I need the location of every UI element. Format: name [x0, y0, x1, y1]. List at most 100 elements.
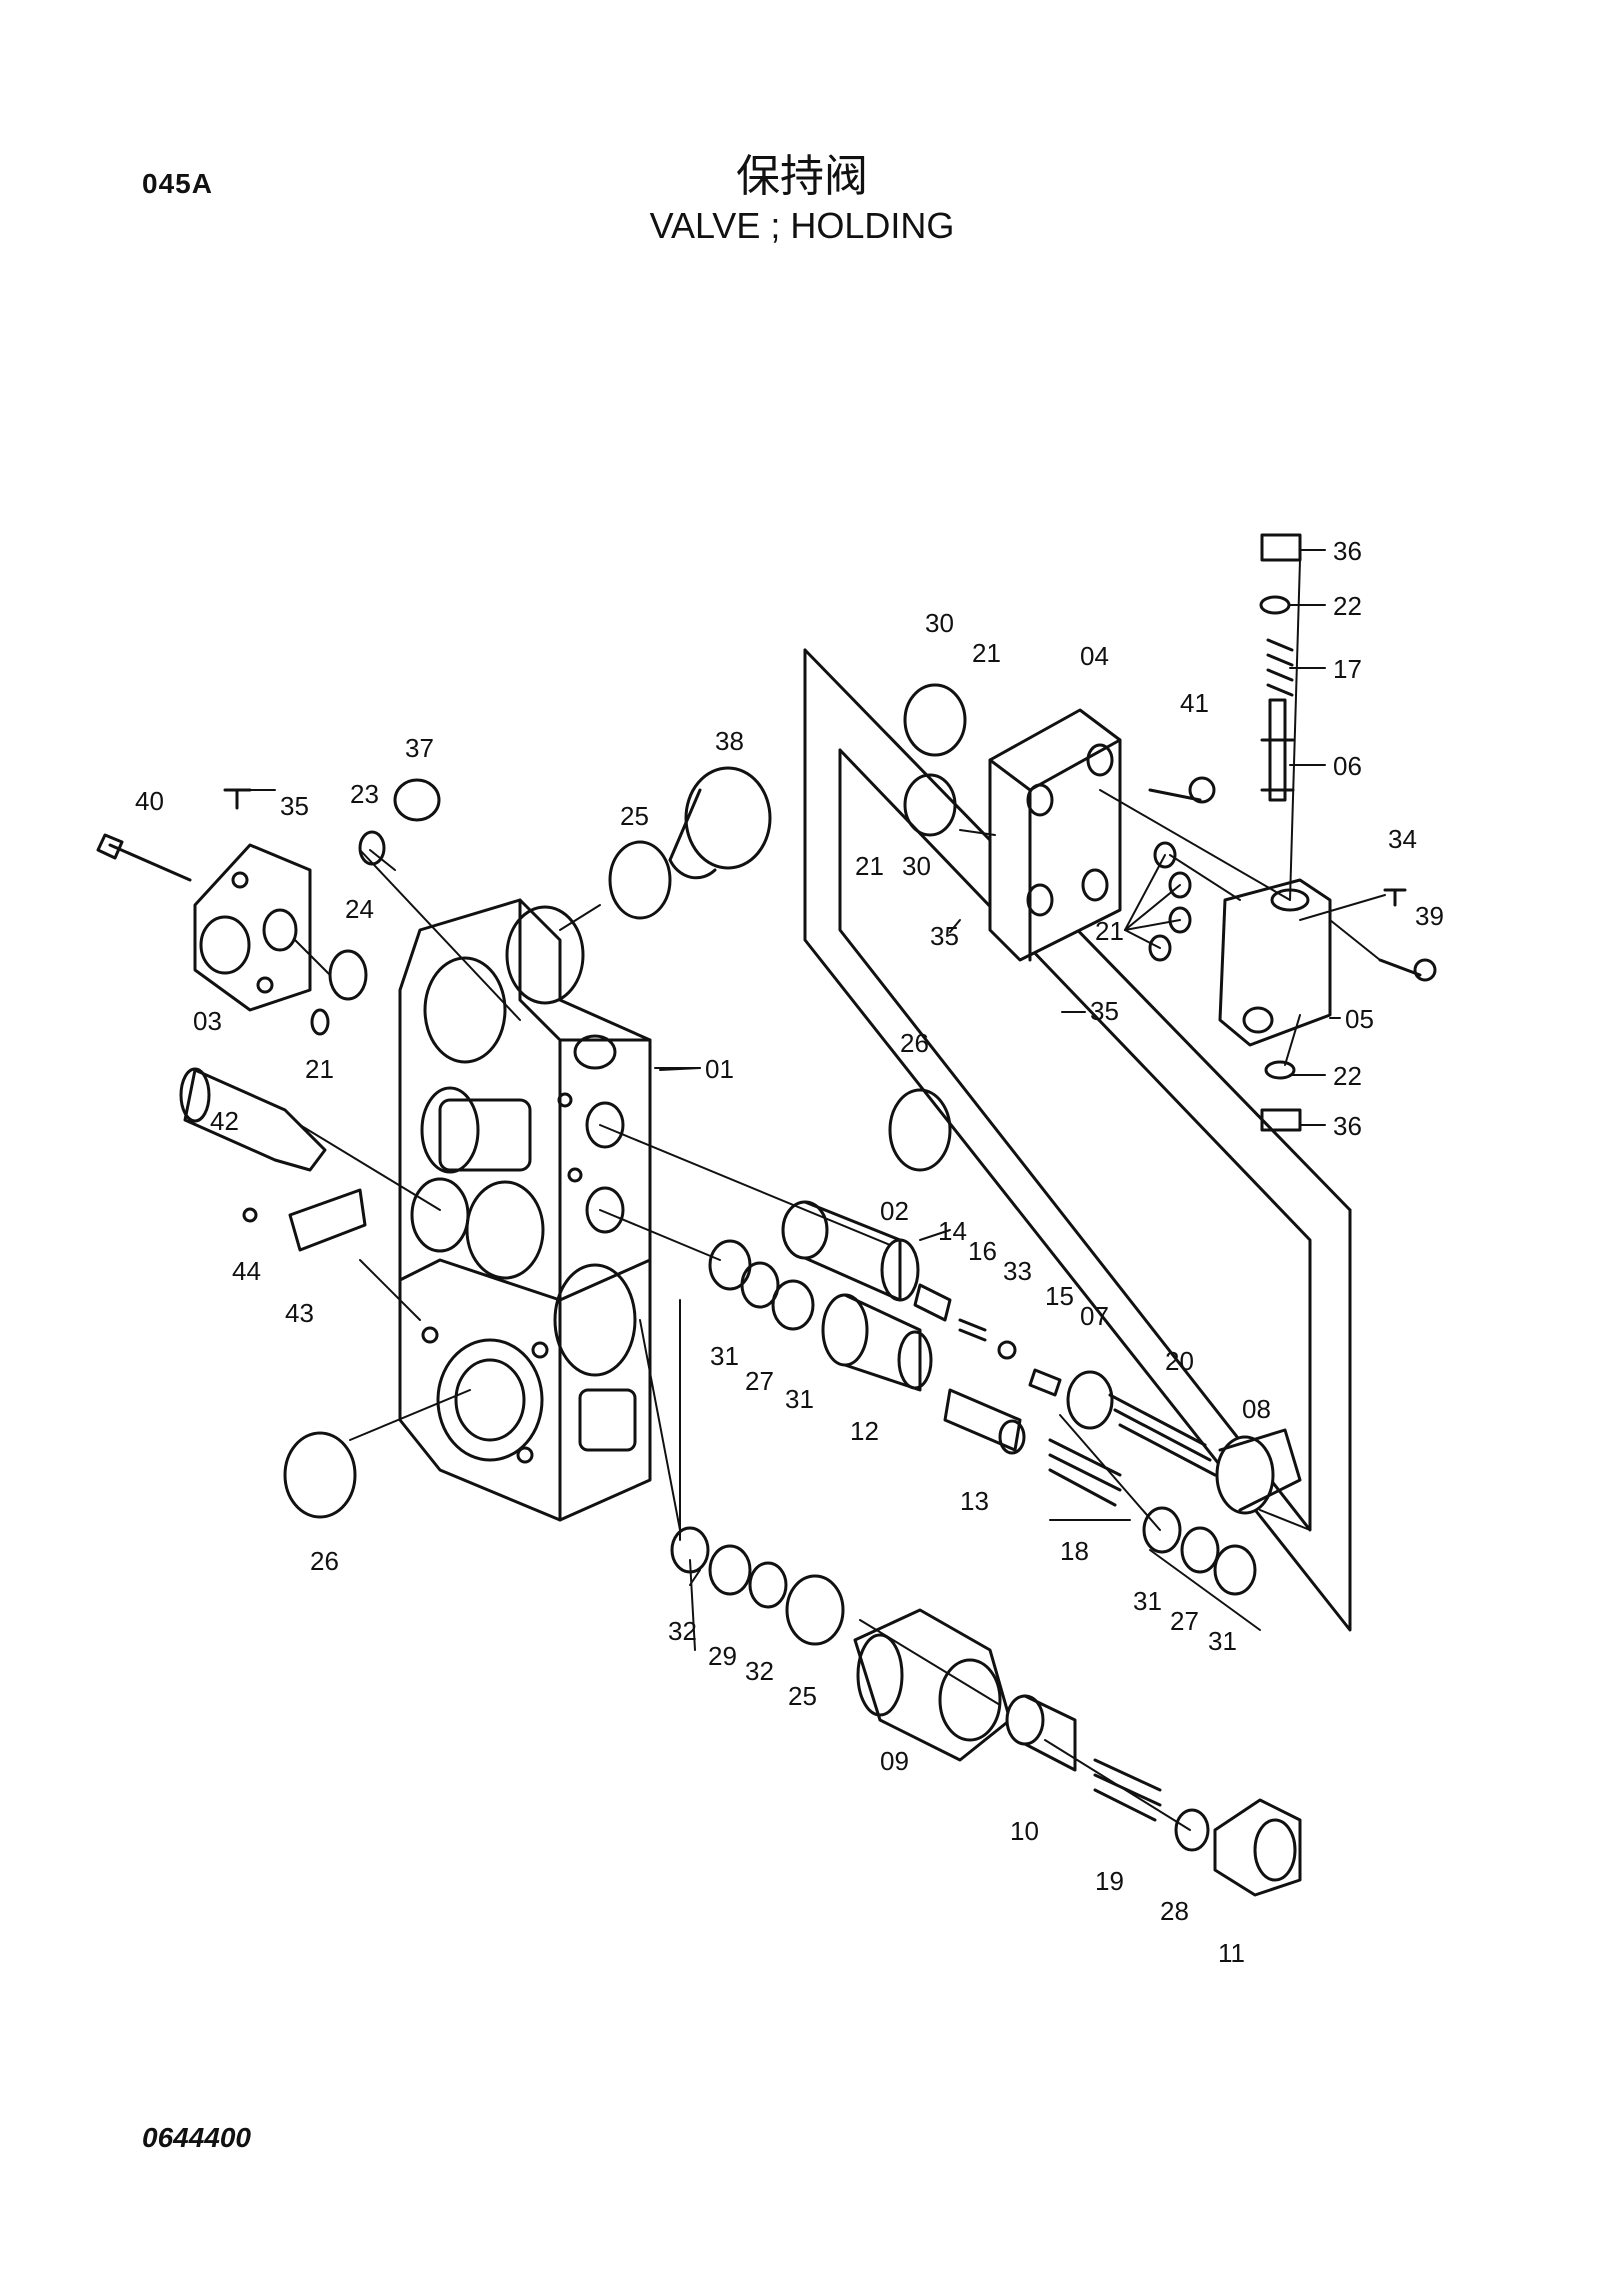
callout-01: 01	[705, 1054, 734, 1084]
callout-25-lower: 25	[788, 1681, 817, 1711]
callout-labels: 36 22 17 30 21 04 41 06 34 39 21 30 35 2…	[135, 536, 1444, 1968]
callout-22-top: 22	[1333, 591, 1362, 621]
o-ring-21-b	[1168, 871, 1192, 899]
o-ring-21-d	[1148, 934, 1172, 962]
callout-09: 09	[880, 1746, 909, 1776]
seat-07	[1066, 1370, 1114, 1430]
callout-02: 02	[880, 1196, 909, 1226]
spool-06	[1260, 698, 1295, 802]
callout-27-b: 27	[1170, 1606, 1199, 1636]
o-ring-27-a	[740, 1261, 780, 1309]
document-number: 0644400	[142, 2122, 252, 2153]
callout-05: 05	[1345, 1004, 1374, 1034]
callout-21-top: 21	[972, 638, 1001, 668]
o-ring-24	[328, 949, 368, 1001]
spring-17	[1266, 638, 1294, 697]
o-ring-31-b	[771, 1279, 815, 1331]
spring-19	[1093, 1758, 1162, 1822]
callout-31-c: 31	[1133, 1586, 1162, 1616]
o-ring-22-top	[1259, 595, 1291, 615]
callout-37: 37	[405, 733, 434, 763]
plug-37	[393, 778, 441, 822]
callout-32-b: 32	[745, 1656, 774, 1686]
title-english: VALVE ; HOLDING	[649, 205, 955, 246]
callout-42: 42	[210, 1106, 239, 1136]
callout-35-left: 35	[280, 791, 309, 821]
callout-35-lower: 35	[1090, 996, 1119, 1026]
cover-03	[193, 843, 312, 1012]
callout-17: 17	[1333, 654, 1362, 684]
callout-24: 24	[345, 894, 374, 924]
callout-40: 40	[135, 786, 164, 816]
o-ring-26-right	[888, 1088, 952, 1172]
o-ring-21-a	[1153, 841, 1177, 869]
plug-36-top	[1260, 533, 1302, 562]
callout-38: 38	[715, 726, 744, 756]
pin-15	[1028, 1368, 1062, 1397]
callout-39: 39	[1415, 901, 1444, 931]
callout-26-right: 26	[900, 1028, 929, 1058]
ball-33	[997, 1340, 1017, 1360]
plug-42	[183, 1068, 327, 1172]
o-ring-32-b	[748, 1561, 788, 1609]
page-code: 045A	[142, 168, 213, 199]
o-ring-25-top	[608, 840, 672, 920]
o-ring-21-left	[310, 1008, 330, 1036]
callout-34: 34	[1388, 824, 1417, 854]
o-ring-29	[708, 1544, 752, 1596]
plate-43	[288, 1188, 367, 1252]
callout-12: 12	[850, 1416, 879, 1446]
cover-04	[988, 708, 1122, 962]
poppet-14	[913, 1283, 952, 1322]
callout-21-mid: 21	[855, 851, 884, 881]
callout-35-mid: 35	[930, 921, 959, 951]
o-ring-26-left	[283, 1431, 357, 1519]
o-ring-31-c	[1142, 1506, 1182, 1554]
callout-14: 14	[938, 1216, 967, 1246]
o-ring-21-c	[1168, 906, 1192, 934]
body-09	[853, 1608, 1012, 1762]
callout-31-a: 31	[710, 1341, 739, 1371]
o-ring-31-d	[1213, 1544, 1257, 1596]
callout-36-top: 36	[1333, 536, 1362, 566]
callout-20: 20	[1165, 1346, 1194, 1376]
callout-30-lower: 30	[902, 851, 931, 881]
callout-13: 13	[960, 1486, 989, 1516]
plug-38	[668, 766, 772, 880]
callout-44: 44	[232, 1256, 261, 1286]
callout-41: 41	[1180, 688, 1209, 718]
callout-29: 29	[708, 1641, 737, 1671]
callout-32-a: 32	[668, 1616, 697, 1646]
callout-25-top: 25	[620, 801, 649, 831]
block-05	[1218, 878, 1332, 1047]
bolt-39	[1378, 958, 1437, 982]
spring-20	[1108, 1393, 1217, 1477]
o-ring-31-a	[708, 1239, 752, 1291]
bolt-40	[96, 833, 192, 882]
callout-31-b: 31	[785, 1384, 814, 1414]
callout-19: 19	[1095, 1866, 1124, 1896]
o-ring-30-top	[903, 683, 967, 757]
callout-23: 23	[350, 779, 379, 809]
callout-04: 04	[1080, 641, 1109, 671]
pin-44	[242, 1207, 258, 1223]
o-ring-22-bottom	[1264, 1060, 1296, 1080]
callout-43: 43	[285, 1298, 314, 1328]
callout-08: 08	[1242, 1394, 1271, 1424]
callout-21-left: 21	[305, 1054, 334, 1084]
screw-34	[1383, 888, 1407, 907]
o-ring-30-lower	[903, 773, 957, 837]
callout-15: 15	[1045, 1281, 1074, 1311]
o-ring-28	[1174, 1808, 1210, 1852]
assembly-bracket-outer	[803, 648, 1352, 1632]
piston-13	[943, 1388, 1026, 1455]
o-ring-25-lower	[785, 1574, 845, 1646]
callout-28: 28	[1160, 1896, 1189, 1926]
spool-02	[781, 1200, 920, 1302]
callout-36-bottom: 36	[1333, 1111, 1362, 1141]
callout-33: 33	[1003, 1256, 1032, 1286]
plug-11	[1213, 1798, 1302, 1897]
valve-body-01	[398, 898, 652, 1522]
screw-35-left	[223, 788, 252, 810]
